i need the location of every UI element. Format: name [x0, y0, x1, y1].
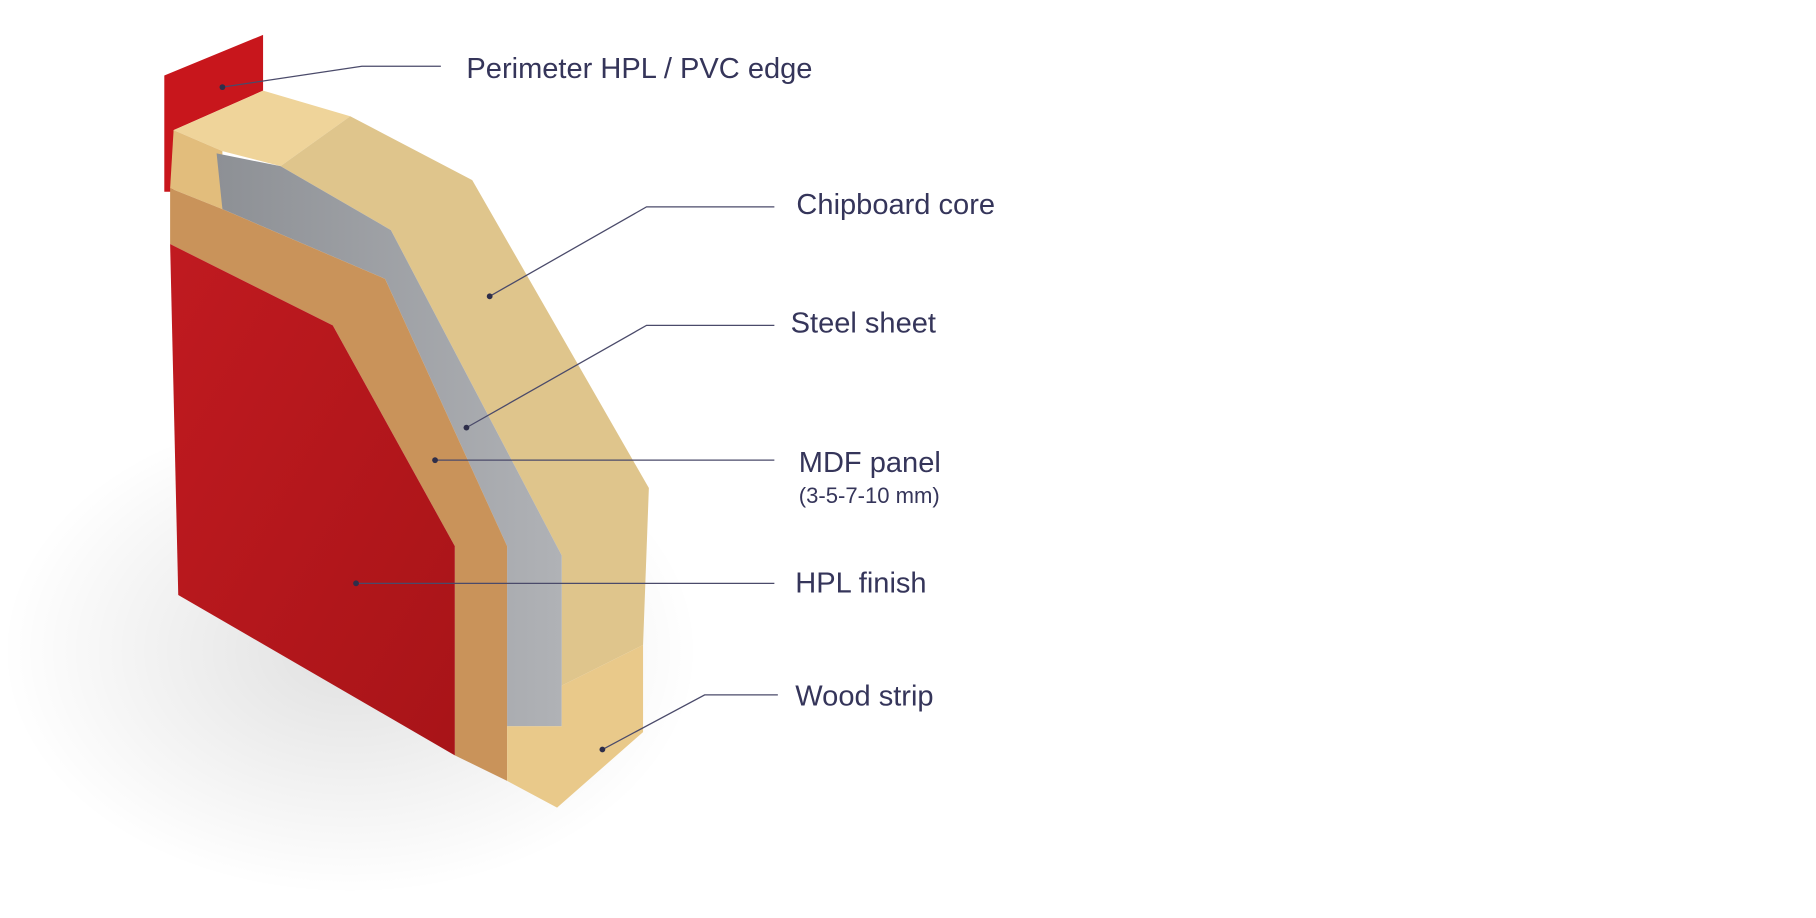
leader-steel [463, 324, 775, 431]
leader-mdf [432, 457, 775, 464]
steel-sheet [216, 153, 562, 727]
mdf-panel [170, 188, 508, 781]
label-wood: Wood strip [795, 680, 933, 712]
label-chipboard: Chipboard core [796, 189, 995, 221]
leader-hpl [353, 580, 775, 587]
leader-wood [599, 694, 778, 753]
label-mdf: MDF panel [799, 447, 941, 479]
perimeter-edge-strip [164, 34, 264, 192]
label-steel: Steel sheet [791, 307, 936, 339]
wood-strip-top-front [170, 130, 223, 210]
hpl-finish-face [170, 244, 455, 756]
leader-perimeter [219, 65, 441, 91]
chipboard-core [280, 116, 649, 686]
label-mdf-thickness: (3-5-7-10 mm) [799, 483, 940, 508]
label-hpl: HPL finish [795, 568, 926, 600]
wood-strip-bottom [507, 644, 644, 808]
label-perimeter: Perimeter HPL / PVC edge [466, 53, 812, 85]
wood-strip-top-face [173, 90, 351, 167]
leader-chipboard [486, 206, 775, 300]
